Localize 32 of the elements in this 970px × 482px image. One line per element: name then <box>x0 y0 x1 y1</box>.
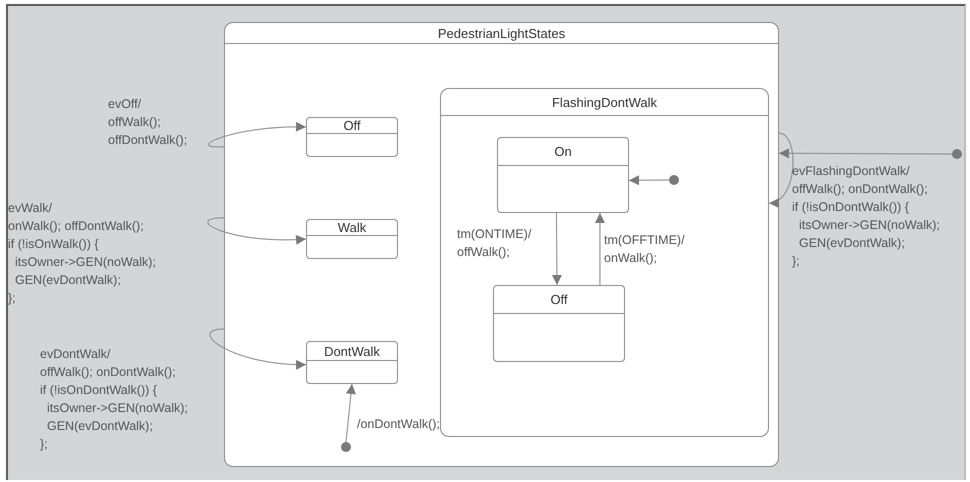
transition-arrow <box>207 217 306 244</box>
transition-arrow <box>208 122 306 148</box>
edge-label: evOff/ offWalk(); offDontWalk(); <box>108 96 188 149</box>
transition-arrow <box>552 212 562 286</box>
state-name: On <box>554 144 572 159</box>
state-name: Off <box>550 292 568 307</box>
composite-state <box>440 88 769 437</box>
edge-label: /onDontWalk(); <box>357 416 440 433</box>
initial-state-dot <box>341 442 351 452</box>
edge-label: evFlashingDontWalk/ offWalk(); onDontWalk(); if (!isOnDontWalk()) { itsOwner->GEN(noWalk); GEN(evDontWalk); }; <box>792 163 940 270</box>
state-name: Off <box>343 118 361 133</box>
edge-label: evWalk/ onWalk(); offDontWalk(); if (!isOnWalk()) { itsOwner->GEN(noWalk); GEN(evDontWalk); }; <box>8 200 156 307</box>
state-name: FlashingDontWalk <box>552 94 657 110</box>
transition-arrow <box>778 148 952 158</box>
state-box <box>306 341 398 384</box>
composite-state <box>224 22 779 467</box>
transition-arrow <box>346 384 356 442</box>
state-name: DontWalk <box>324 344 380 358</box>
state-box <box>497 137 629 213</box>
state-name: Walk <box>338 220 366 235</box>
transition-arrow <box>209 328 306 370</box>
state-name: PedestrianLightStates <box>438 26 566 40</box>
state-box <box>306 117 398 157</box>
transition-arrow <box>628 175 670 186</box>
initial-state-dot <box>669 175 679 185</box>
transition-arrow <box>594 212 605 286</box>
transition-arrow <box>768 132 794 206</box>
state-box <box>306 219 398 259</box>
edge-label: evDontWalk/ offWalk(); onDontWalk(); if (!isOnDontWalk()) { itsOwner->GEN(noWalk); GEN(evDontWalk); }; <box>40 346 188 453</box>
state-box <box>493 285 625 362</box>
edge-label: tm(ONTIME)/ offWalk(); <box>457 226 532 261</box>
edge-label: tm(OFFTIME)/ onWalk(); <box>604 232 685 267</box>
